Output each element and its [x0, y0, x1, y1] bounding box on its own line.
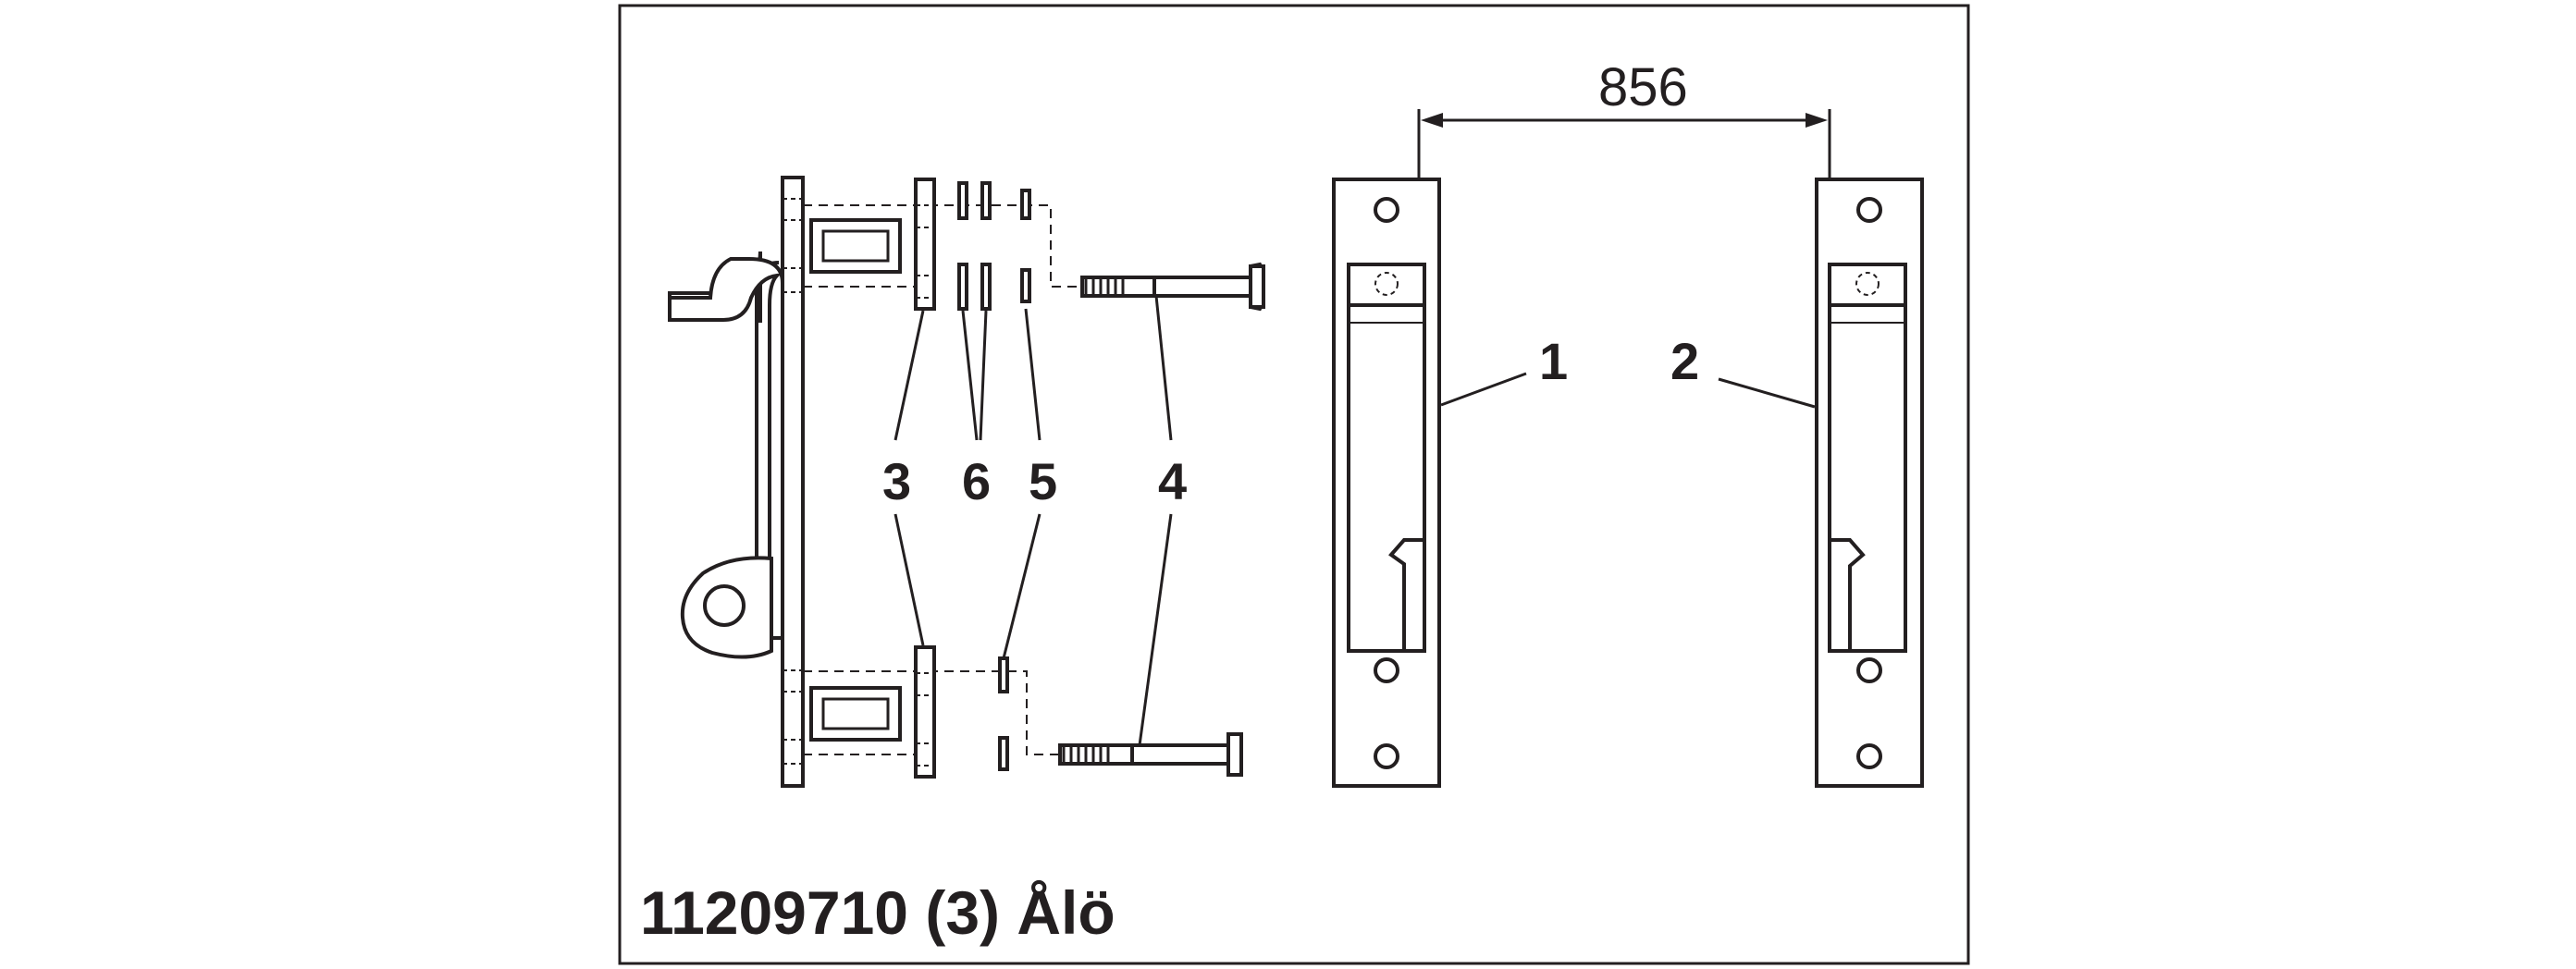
nut-5-lower-b: [998, 736, 1009, 771]
nut-5-lower-a: [998, 656, 1009, 693]
callout-5: 5: [1029, 452, 1057, 510]
clamp-plate-lower: [914, 645, 936, 779]
callout-4: 4: [1158, 452, 1187, 510]
mounting-rails: 856 1 2: [1332, 57, 1924, 788]
upper-clamp-window: [809, 218, 902, 274]
dimension-856: 856: [1417, 57, 1831, 181]
washer-6a: [957, 181, 968, 220]
exploded-bracket-assembly: 3 6 5 4: [668, 176, 1265, 788]
clamp-plate-upper: [914, 178, 936, 311]
nut-5-upper-b: [1020, 268, 1031, 303]
washer-6c: [957, 263, 968, 311]
diagram-caption: 11209710 (3) Ålö: [640, 878, 1115, 947]
main-flat-bar: [781, 176, 805, 788]
eye-lug-hole: [703, 584, 746, 627]
nut-5-upper-a: [1020, 189, 1031, 220]
washer-6b: [980, 181, 992, 220]
bolt-4-lower: [1058, 732, 1243, 777]
callout-6: 6: [962, 452, 991, 510]
rail-2: [1815, 178, 1924, 788]
callout-3: 3: [882, 452, 911, 510]
diagram-frame: [618, 4, 1970, 965]
callout-1: 1: [1539, 332, 1568, 390]
callout-2: 2: [1670, 332, 1699, 390]
lower-clamp-window: [809, 686, 902, 742]
washer-6d: [980, 263, 992, 311]
rail-1: [1332, 178, 1441, 788]
bolt-4-upper: [1080, 262, 1265, 312]
dimension-label: 856: [1598, 57, 1688, 117]
